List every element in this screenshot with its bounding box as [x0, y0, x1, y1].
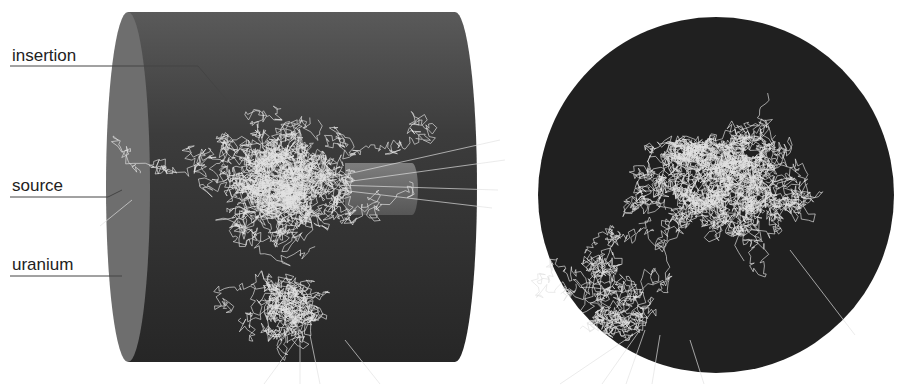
part-label: uranium — [12, 256, 73, 273]
particle-track — [602, 330, 640, 384]
particle-track — [111, 136, 223, 177]
particle-track — [258, 291, 329, 326]
particle-track — [300, 335, 301, 384]
particle-track — [581, 256, 634, 315]
particle-track — [340, 190, 492, 208]
particle-track — [260, 120, 318, 222]
particle-track — [626, 330, 645, 384]
particle-track — [623, 167, 669, 216]
particle-track — [581, 226, 622, 275]
particle-track — [743, 150, 810, 219]
particle-track — [690, 340, 704, 384]
particle-track — [324, 111, 436, 159]
uranium-disk — [538, 17, 894, 373]
particle-track — [652, 335, 660, 384]
particle-track — [531, 258, 587, 301]
particle-tracks — [100, 93, 855, 384]
particle-track — [726, 187, 769, 277]
part-label: insertion — [12, 47, 76, 64]
particle-track — [560, 330, 640, 384]
part-label: source — [12, 177, 63, 194]
particle-track — [264, 335, 300, 384]
uranium-cylinder — [128, 12, 477, 362]
particle-track — [585, 217, 651, 284]
particle-track — [666, 119, 774, 182]
particle-track — [198, 178, 308, 216]
particle-track — [335, 185, 498, 190]
particle-track — [261, 282, 312, 342]
particle-track — [790, 250, 855, 335]
leader-line — [10, 66, 232, 106]
leader-line — [10, 276, 122, 277]
particle-track — [345, 160, 505, 182]
particle-track — [100, 200, 132, 226]
particle-track — [310, 335, 320, 384]
particle-track — [216, 208, 316, 266]
particle-track — [345, 340, 380, 384]
cylinder-end-face — [106, 12, 150, 362]
